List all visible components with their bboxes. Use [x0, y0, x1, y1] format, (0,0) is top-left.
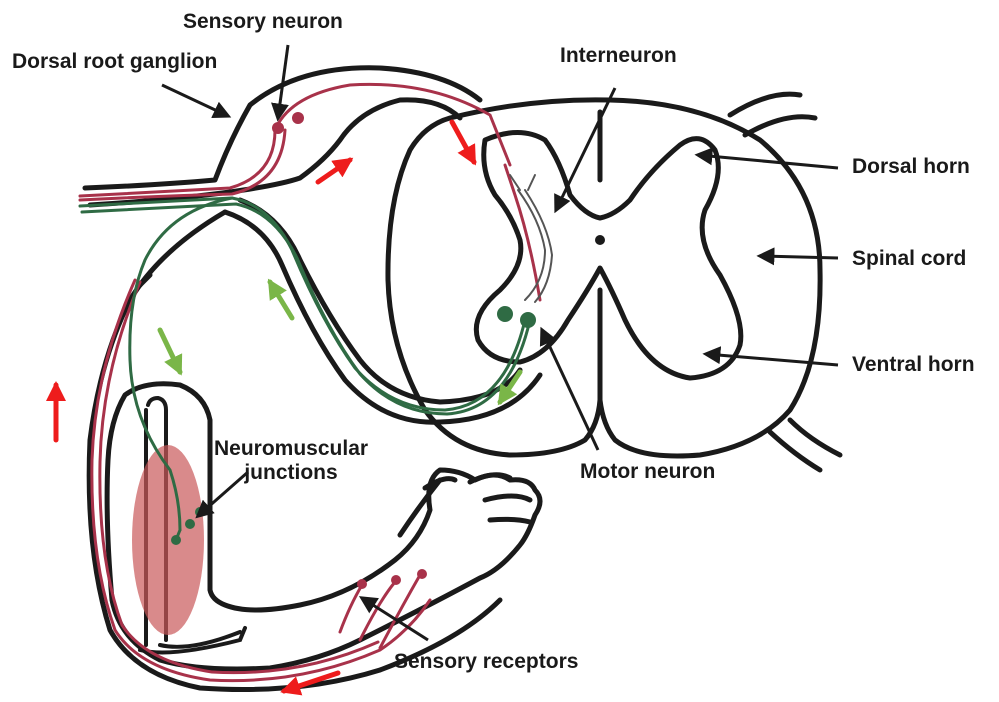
nerve-root-upper-right-b	[745, 117, 815, 135]
biceps-muscle	[132, 445, 204, 635]
nerve-root-lower-right	[790, 420, 840, 455]
label-interneuron: Interneuron	[560, 44, 677, 68]
leader-spinal-cord	[760, 256, 838, 258]
label-neuromuscular-junctions: Neuromuscular junctions	[214, 437, 368, 485]
nerve-inner-upper	[90, 100, 460, 205]
finger-3	[485, 496, 530, 500]
red-arrow-dorsal-entry	[452, 122, 474, 162]
shoulder-line	[140, 275, 150, 285]
label-dorsal-root-ganglion: Dorsal root ganglion	[12, 50, 217, 74]
leader-dorsal-root-ganglion	[162, 85, 228, 116]
leader-interneuron	[556, 88, 615, 210]
nerve-root-upper-right	[730, 94, 800, 115]
label-sensory-receptors: Sensory receptors	[394, 650, 578, 674]
interneuron-fiber	[510, 175, 552, 302]
green-arrow-arm	[160, 330, 180, 372]
label-sensory-neuron: Sensory neuron	[183, 10, 343, 34]
central-canal	[595, 235, 605, 245]
grey-matter-outline	[476, 133, 741, 379]
leader-motor-neuron	[542, 330, 598, 450]
ganglion-cell-bodies	[272, 112, 304, 134]
finger-4	[490, 519, 530, 522]
label-dorsal-horn: Dorsal horn	[852, 155, 970, 179]
label-motor-neuron: Motor neuron	[580, 460, 715, 484]
green-arrow-trunk	[270, 282, 292, 318]
label-ventral-horn: Ventral horn	[852, 353, 975, 377]
red-arrow-ganglion	[318, 160, 350, 182]
motor-neuron-bodies	[497, 306, 536, 328]
label-spinal-cord: Spinal cord	[852, 247, 966, 271]
